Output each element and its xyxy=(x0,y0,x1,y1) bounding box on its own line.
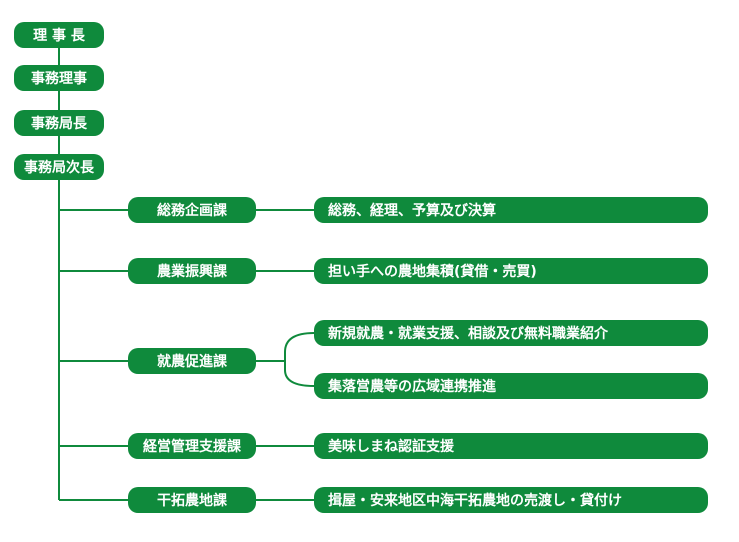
duty-farming-promotion-2: 集落営農等の広域連携推進 xyxy=(314,373,708,399)
dept-management-support: 経営管理支援課 xyxy=(128,433,256,459)
dept-general-planning: 総務企画課 xyxy=(128,197,256,223)
dept-agri-promotion: 農業振興課 xyxy=(128,258,256,284)
exec-secretary-general: 事務局長 xyxy=(14,110,104,136)
exec-executive-director: 事務理事 xyxy=(14,65,104,91)
duty-management-support: 美味しまね認証支援 xyxy=(314,433,708,459)
exec-deputy-secretary-general: 事務局次長 xyxy=(14,154,104,180)
duty-general-planning: 総務、経理、予算及び決算 xyxy=(314,197,708,223)
dept-reclaimed-land: 干拓農地課 xyxy=(128,487,256,513)
dept-farming-promotion: 就農促進課 xyxy=(128,348,256,374)
duty-farming-promotion-1: 新規就農・就業支援、相談及び無料職業紹介 xyxy=(314,320,708,346)
exec-chairman: 理 事 長 xyxy=(14,22,104,48)
connector-duty-shuunou-split xyxy=(284,332,315,387)
duty-agri-promotion: 担い手への農地集積(貸借・売買) xyxy=(314,258,708,284)
duty-reclaimed-land: 揖屋・安来地区中海干拓農地の売渡し・貸付け xyxy=(314,487,708,513)
